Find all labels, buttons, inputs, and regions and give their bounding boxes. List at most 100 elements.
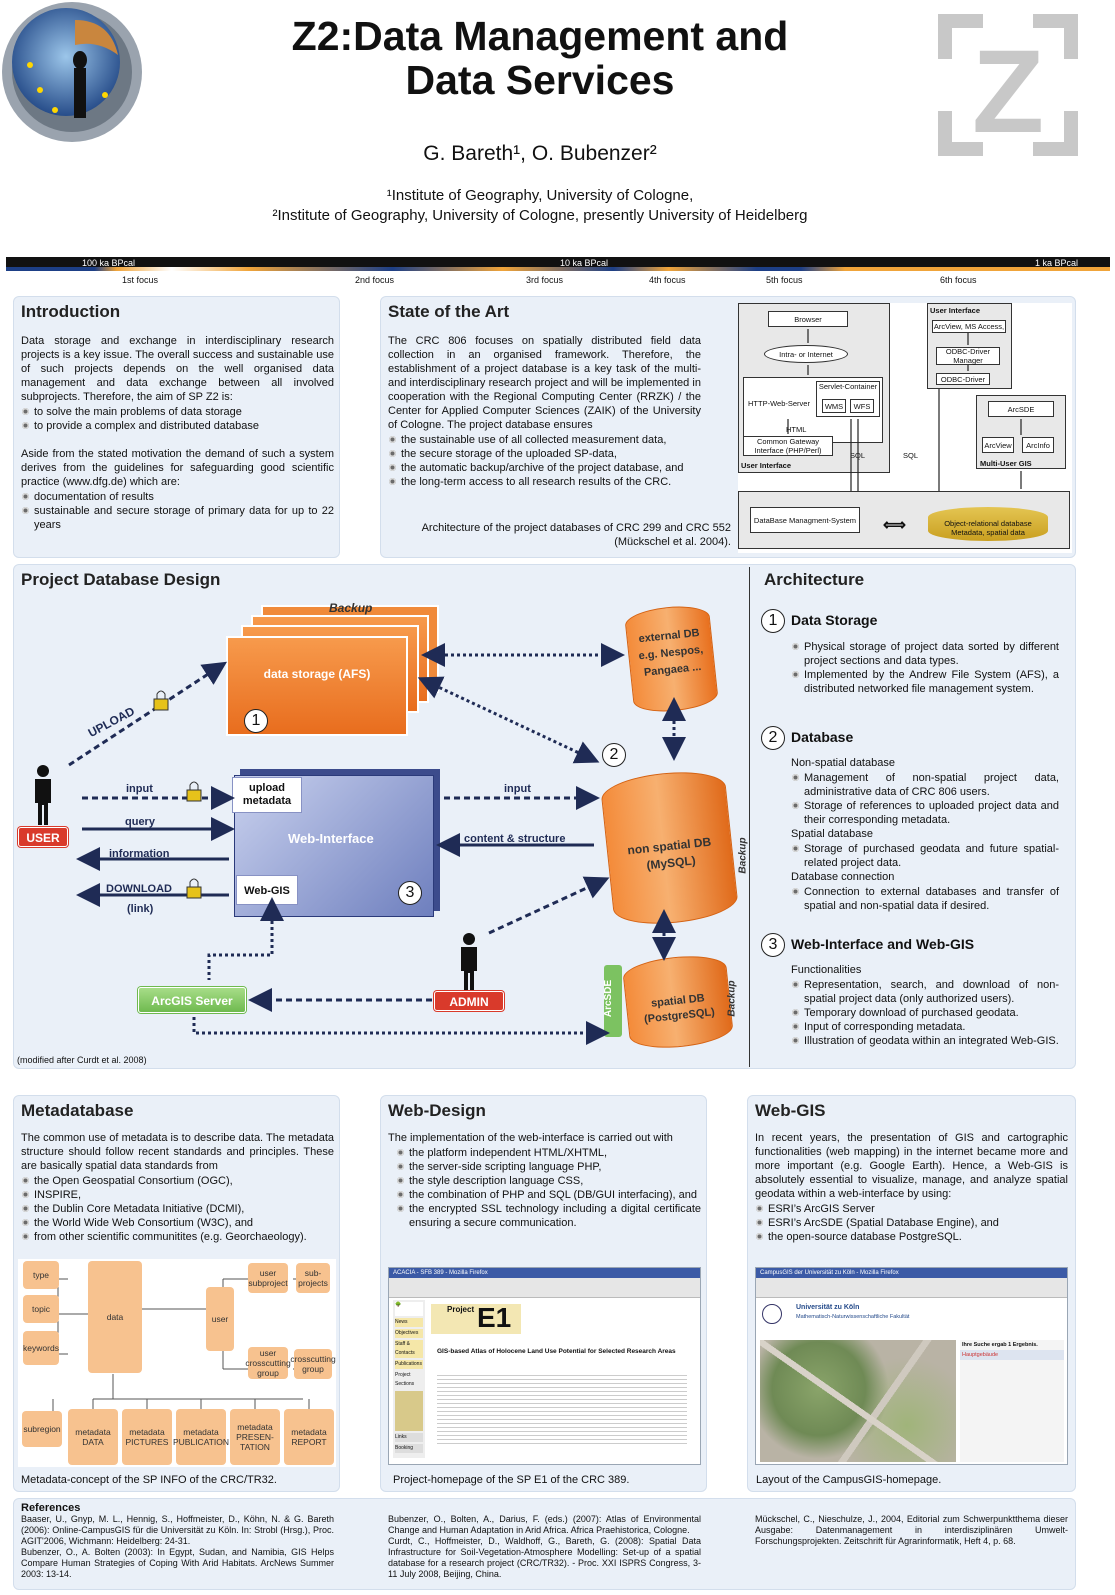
timeline-mark-10ka: 10 ka BPcal (560, 258, 609, 268)
input-label-2: input (504, 783, 531, 795)
web-design-title: Web-Design (388, 1101, 486, 1120)
section-3-header: 3 Web-Interface and Web-GIS (759, 933, 1059, 963)
pdd-title: Project Database Design (21, 570, 221, 589)
aerial-map[interactable] (760, 1340, 956, 1462)
ordb-cylinder: Object-relational database Metadata, spa… (928, 507, 1048, 541)
browser-box: Browser (768, 311, 848, 327)
list-item: the style description language CSS, (396, 1174, 701, 1188)
list-item: documentation of results (21, 490, 334, 504)
intro-paragraph-1: Data storage and exchange in interdiscip… (21, 335, 334, 403)
result-item[interactable]: Hauptgebäude (960, 1350, 1064, 1360)
information-label: information (109, 848, 170, 860)
arcsde-bar (604, 965, 622, 1037)
focus-6: 6th focus (940, 275, 977, 285)
list-item: the open-source database PostgreSQL. (755, 1230, 1068, 1244)
list-item: Illustration of geodata within an integr… (791, 1034, 1059, 1048)
introduction-title: Introduction (21, 302, 121, 321)
references-title: References (21, 1502, 81, 1514)
intro-paragraph-2: Aside from the stated motivation the dem… (21, 448, 334, 488)
project-header: Project E1 (431, 1302, 521, 1334)
metadata-concept-diagram: type topic keywords data user user subpr… (18, 1259, 336, 1467)
design-panel: Project Database Design data storage (AF… (13, 564, 1076, 1069)
crosscutting-group-box: crosscutting group (290, 1349, 336, 1379)
list-item: INSPIRE, (21, 1188, 334, 1202)
list-item: the encrypted SSL technology including a… (396, 1202, 701, 1230)
section-3-number: 3 (761, 933, 785, 957)
university-name: Universität zu Köln (796, 1304, 860, 1311)
list-item: the platform independent HTML/XHTML, (396, 1146, 701, 1160)
list-item: Storage of purchased geodata and future … (791, 842, 1059, 870)
arcgis-server-label: ArcGIS Server (138, 987, 246, 1013)
e1-label: E1 (477, 1302, 512, 1333)
affiliation-1: ¹Institute of Geography, University of C… (386, 187, 694, 204)
faculty-name: Mathematisch-Naturwissenschaftliche Faku… (796, 1314, 910, 1320)
acacia-logo-icon: 🌳 (395, 1302, 423, 1316)
web-design-caption: Project-homepage of the SP E1 of the CRC… (393, 1474, 630, 1486)
subregion-box: subregion (22, 1411, 62, 1447)
list-item: the Dublin Core Metadata Initiative (DCM… (21, 1202, 334, 1216)
section-1-number: 1 (761, 609, 785, 633)
arcinfo-box: ArcInfo (1022, 437, 1054, 453)
user-box: user (206, 1287, 234, 1351)
user-label: USER (18, 827, 68, 847)
result-count: Ihre Suche ergab 1 Ergebnis. (962, 1342, 1038, 1348)
nav-item: Links (395, 1433, 423, 1442)
introduction-body: Data storage and exchange in interdiscip… (21, 334, 334, 532)
odbc-manager-box: ODBC-Driver Manager (936, 347, 1000, 365)
diagram-credit: (modified after Curdt et al. 2008) (17, 1055, 147, 1065)
affiliations: ¹Institute of Geography, University of C… (200, 186, 880, 226)
arcsde-box: ArcSDE (988, 401, 1054, 417)
nav-item: Project Sections (395, 1372, 415, 1387)
metadata-pictures-box: metadata PICTURES (122, 1409, 172, 1465)
references-panel: References Baaser, U., Gnyp, M. L., Henn… (13, 1498, 1076, 1590)
odbc-driver-box: ODBC-Driver (936, 373, 990, 385)
timeline-focus-strip (6, 267, 1110, 271)
list-item: ESRI’s ArcGIS Server (755, 1202, 1068, 1216)
web-design-body: The implementation of the web-interface … (388, 1131, 701, 1230)
double-arrow-icon: ⟺ (883, 517, 906, 534)
nav-item: Publications (395, 1360, 423, 1369)
references-column-3: Mückschel, C., Nieschulze, J., 2004, Edi… (755, 1514, 1068, 1546)
metadatabase-title: Metadatabase (21, 1101, 134, 1120)
query-label: query (125, 816, 155, 828)
poster-title: Z2:Data Management and Data Services (230, 14, 850, 102)
subprojects-box: sub-projects (296, 1263, 330, 1293)
admin-figure-icon (458, 933, 480, 993)
section-3-body: Functionalities Representation, search, … (759, 963, 1059, 1048)
nav-item: Staff & Contacts (395, 1340, 423, 1358)
upload-metadata-box[interactable]: upload metadata (232, 777, 302, 813)
project-subtitle: GIS-based Atlas of Holocene Land Use Pot… (437, 1348, 676, 1355)
web-gis-panel: Web-GIS In recent years, the presentatio… (747, 1095, 1076, 1492)
timeline-bar (6, 257, 1110, 267)
authors: G. Bareth¹, O. Bubenzer² (423, 142, 657, 165)
admin-label: ADMIN (434, 991, 504, 1011)
metadata-presentation-box: metadata PRESEN-TATION (230, 1409, 280, 1465)
list-item: sustainable and secure storage of primar… (21, 504, 334, 532)
nav-sub-list (395, 1391, 423, 1431)
sota-paragraph: The CRC 806 focuses on spatially distrib… (388, 335, 701, 431)
internet-ellipse: Intra- or Internet (764, 345, 848, 363)
metadata-report-box: metadata REPORT (284, 1409, 334, 1465)
campusgis-screenshot: CampusGIS der Universität zu Köln - Mozi… (755, 1267, 1068, 1465)
subheading: Non-spatial database (791, 757, 895, 769)
list-item: Storage of references to uploaded projec… (791, 799, 1059, 827)
content-structure-label: content & structure (464, 833, 566, 845)
title-line-2: Data Services (405, 57, 675, 103)
focus-5: 5th focus (766, 275, 803, 285)
section-1-header: 1 Data Storage (759, 609, 1059, 639)
cgi-box: Common Gateway Interface (PHP/Perl) (743, 436, 833, 456)
list-item: ESRI’s ArcSDE (Spatial Database Engine),… (755, 1216, 1068, 1230)
metadata-publication-box: metadata PUBLICATION (173, 1409, 229, 1465)
download-link-label: (link) (127, 903, 154, 915)
sota-body: The CRC 806 focuses on spatially distrib… (388, 334, 701, 489)
project-homepage-screenshot: ACACIA - SFB 389 - Mozilla Firefox 🌳 New… (388, 1267, 701, 1465)
user-interface-label-1: User Interface (741, 461, 792, 470)
divider (749, 567, 750, 1067)
search-results-pane: Ihre Suche ergab 1 Ergebnis. Hauptgebäud… (960, 1340, 1064, 1462)
browser-toolbar (756, 1278, 1067, 1298)
dbms-box: DataBase Managment-System (750, 507, 860, 533)
web-gis-title: Web-GIS (755, 1101, 826, 1120)
timeline-mark-100ka: 100 ka BPcal (82, 258, 136, 268)
list-item: the Open Geospatial Consortium (OGC), (21, 1174, 334, 1188)
focus-3: 3rd focus (526, 275, 564, 285)
